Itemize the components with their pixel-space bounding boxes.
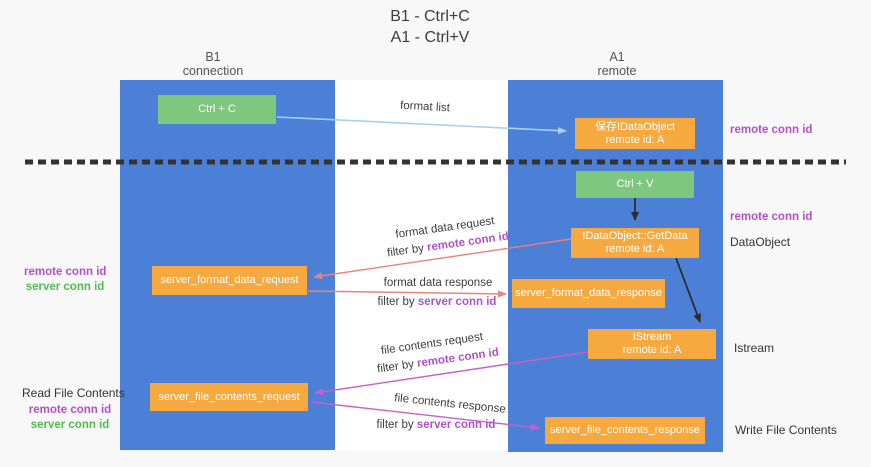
save-idataobject-box: 保存IDataObject remote id: A: [575, 118, 695, 149]
server-format-data-request-label: server_format_data_request: [160, 274, 299, 286]
left-conn-id-block-1: remote conn id server conn id: [24, 265, 106, 295]
save-idataobject-line1: 保存IDataObject: [594, 120, 676, 133]
file-response-filter-label: filter by server conn id: [377, 419, 496, 431]
file-contents-request-arrow: [314, 351, 589, 396]
server-file-contents-response-label: server_file_contents_response: [550, 424, 700, 436]
read-file-contents-label: Read File Contents: [22, 386, 125, 400]
left-conn-id-block-2: Read File Contents remote conn id server…: [22, 386, 125, 433]
server-conn-id-text: server conn id: [417, 296, 497, 308]
getdata-line2: remote id: A: [605, 243, 665, 255]
server-conn-id-text: server conn id: [416, 419, 496, 431]
title-line-1: B1 - Ctrl+C: [390, 8, 470, 25]
ctrl-c-label: Ctrl + C: [198, 103, 236, 115]
right-remote-conn-id-top: remote conn id: [730, 124, 813, 136]
server-file-contents-request-label: server_file_contents_request: [158, 390, 300, 403]
header-b1-role: connection: [182, 64, 244, 78]
ctrl-c-box: Ctrl + C: [158, 95, 276, 124]
header-a1-role: remote: [597, 64, 637, 78]
istream-line1: IStream: [632, 331, 672, 343]
right-remote-conn-id-mid: remote conn id: [730, 211, 813, 223]
left-server-conn-id-1: server conn id: [25, 281, 105, 293]
server-file-contents-response-box: server_file_contents_response: [545, 417, 705, 444]
ctrl-v-box: Ctrl + V: [576, 171, 694, 198]
header-b1: B1 connection: [158, 50, 268, 78]
center-panel: [335, 80, 508, 450]
server-format-data-response-box: server_format_data_response: [512, 279, 665, 308]
format-data-request-arrow: [313, 238, 572, 280]
getdata-to-istream-arrow: [675, 257, 701, 323]
getdata-line1: IDataObject::GetData: [582, 230, 688, 242]
left-remote-conn-id-1: remote conn id: [24, 266, 107, 278]
server-format-data-request-box: server_format_data_request: [152, 266, 307, 295]
left-server-conn-id-2: server conn id: [30, 419, 110, 431]
format-response-filter-label: filter by server conn id: [378, 296, 497, 308]
dataobject-label: DataObject: [730, 235, 791, 249]
istream-side-label: Istream: [734, 341, 775, 355]
diagram-title: B1 - Ctrl+C A1 - Ctrl+V: [330, 6, 530, 48]
header-b1-name: B1: [205, 50, 221, 64]
ctrl-v-label: Ctrl + V: [616, 178, 654, 190]
format-list-label: format list: [399, 99, 451, 115]
filter-by-text: filter by: [377, 296, 418, 308]
filter-by-text: filter by: [376, 419, 417, 431]
format-data-response-arrow: [307, 290, 507, 298]
istream-line2: remote id: A: [622, 344, 682, 356]
format-list-arrow: [276, 116, 567, 135]
idataobject-getdata-box: IDataObject::GetData remote id: A: [571, 228, 699, 258]
write-file-contents-label: Write File Contents: [735, 423, 837, 437]
header-a1: A1 remote: [562, 50, 672, 78]
format-data-response-label: format data response: [383, 277, 493, 289]
save-idataobject-line2: remote id: A: [605, 133, 665, 146]
server-format-data-response-label: server_format_data_response: [515, 287, 662, 299]
header-a1-name: A1: [609, 50, 625, 64]
title-line-2: A1 - Ctrl+V: [390, 29, 470, 46]
istream-box: IStream remote id: A: [588, 329, 716, 359]
left-remote-conn-id-2: remote conn id: [28, 404, 112, 416]
server-file-contents-request-box: server_file_contents_request: [150, 383, 308, 411]
file-contents-response-arrow: [310, 401, 540, 431]
